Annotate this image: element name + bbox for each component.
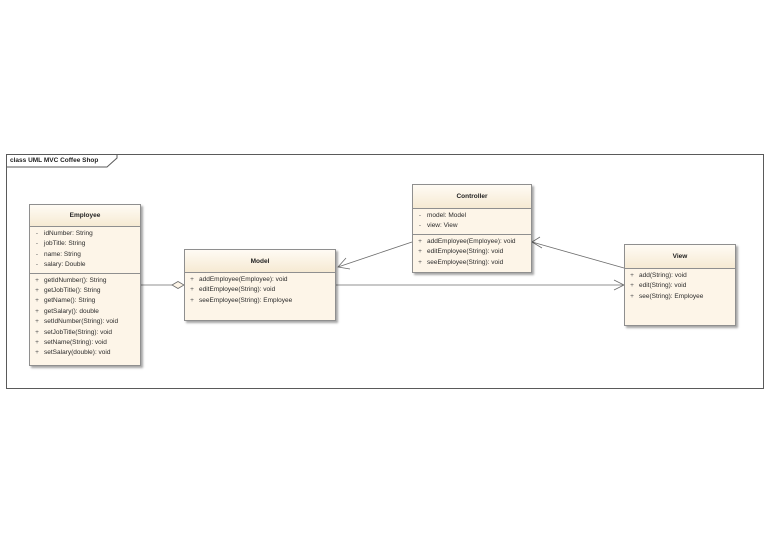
- controller-model-arrowhead: [337, 257, 351, 270]
- operation-row: + getName(): String: [30, 296, 140, 306]
- class-controller-operations: + addEmployee(Employee): void + editEmploye…: [413, 233, 531, 270]
- operation-row-text: getIdNumber(): String: [44, 276, 107, 284]
- operation-row: + getSalary(): double: [30, 307, 140, 317]
- controller-model-line: [337, 241, 413, 268]
- visibility-marker: +: [418, 248, 422, 256]
- operation-row: + seeEmployee(String): Employee: [185, 296, 335, 306]
- operation-row-text: seeEmployee(String): Employee: [199, 296, 293, 304]
- operation-row: + editEmployee(String): void: [413, 247, 531, 257]
- visibility-marker: +: [418, 237, 422, 245]
- class-employee-operations: + getIdNumber(): String + getJobTitle(): St…: [30, 272, 140, 361]
- frame-tab: [6, 154, 118, 168]
- class-controller[interactable]: Controller -model: Model-view: View +add…: [412, 184, 532, 273]
- attribute-row: -name: String: [30, 250, 140, 260]
- class-model-name: Model: [185, 250, 335, 273]
- visibility-marker: -: [35, 250, 39, 258]
- visibility-marker: +: [630, 272, 634, 279]
- operation-row-text: seeEmployee(String): void: [427, 258, 504, 266]
- operation-row-text: setSalary(double): void: [44, 349, 111, 357]
- operation-row: + add(String): void: [625, 271, 735, 281]
- attribute-row: -view: View: [413, 221, 531, 231]
- visibility-marker: -: [35, 240, 39, 248]
- operation-row-text: edit(String): void: [639, 282, 687, 290]
- class-employee[interactable]: Employee -idNumber: String-jobTitle: Str…: [29, 204, 141, 366]
- operation-row: + addEmployee(Employee): void: [185, 275, 335, 285]
- attribute-row-text: view: View: [427, 222, 458, 230]
- attribute-row-text: name: String: [44, 250, 81, 258]
- aggregation-diamond: [171, 281, 185, 289]
- attribute-row: -jobTitle: String: [30, 239, 140, 249]
- attribute-row-text: salary: Double: [44, 261, 86, 269]
- class-view-name: View: [625, 245, 735, 269]
- operation-row: + editEmployee(String): void: [185, 285, 335, 295]
- visibility-marker: -: [418, 222, 422, 230]
- visibility-marker: +: [190, 296, 194, 304]
- visibility-marker: +: [35, 349, 39, 357]
- visibility-marker: +: [35, 297, 39, 305]
- operation-row: + getJobTitle(): String: [30, 286, 140, 296]
- operation-row: + setSalary(double): void: [30, 348, 140, 358]
- visibility-marker: -: [418, 212, 422, 219]
- visibility-marker: +: [35, 307, 39, 315]
- visibility-marker: +: [35, 286, 39, 294]
- operation-row-text: setJobTitle(String): void: [44, 328, 113, 336]
- visibility-marker: +: [418, 258, 422, 266]
- operation-row-text: addEmployee(Employee): void: [199, 276, 288, 283]
- attribute-row: -model: Model: [413, 211, 531, 221]
- operation-row-text: see(String): Employee: [639, 292, 704, 300]
- operation-row: + setName(String): void: [30, 338, 140, 348]
- view-controller-line: [531, 241, 625, 269]
- frame-title: class UML MVC Coffee Shop: [10, 157, 99, 164]
- visibility-marker: +: [630, 282, 634, 290]
- attribute-row-text: model: Model: [427, 212, 467, 219]
- class-model[interactable]: Model + addEmployee(Employee): void + editE…: [184, 249, 336, 321]
- operation-row-text: setIdNumber(String): void: [44, 318, 119, 326]
- attribute-row: -salary: Double: [30, 260, 140, 270]
- operation-row: + seeEmployee(String): void: [413, 258, 531, 268]
- operation-row-text: editEmployee(String): void: [427, 248, 504, 256]
- class-controller-attributes: -model: Model-view: View: [413, 209, 531, 234]
- operation-row: + edit(String): void: [625, 281, 735, 291]
- operation-row: + setIdNumber(String): void: [30, 317, 140, 327]
- operation-row-text: add(String): void: [639, 272, 687, 279]
- operation-row-text: setName(String): void: [44, 338, 107, 346]
- attribute-row: -idNumber: String: [30, 229, 140, 239]
- operation-row-text: getName(): String: [44, 297, 96, 305]
- class-controller-name: Controller: [413, 185, 531, 209]
- visibility-marker: +: [35, 318, 39, 326]
- operation-row: + addEmployee(Employee): void: [413, 237, 531, 247]
- visibility-marker: +: [35, 338, 39, 346]
- view-controller-arrowhead: [531, 236, 543, 249]
- class-model-operations: + addEmployee(Employee): void + editEmploye…: [185, 273, 335, 308]
- class-employee-name: Employee: [30, 205, 140, 227]
- operation-row-text: addEmployee(Employee): void: [427, 237, 516, 245]
- visibility-marker: -: [35, 261, 39, 269]
- operation-row-text: getSalary(): double: [44, 307, 99, 315]
- visibility-marker: +: [190, 286, 194, 294]
- operation-row: + getIdNumber(): String: [30, 276, 140, 286]
- visibility-marker: -: [35, 230, 39, 237]
- visibility-marker: +: [35, 276, 39, 284]
- class-employee-attributes: -idNumber: String-jobTitle: String-name:…: [30, 227, 140, 273]
- class-view-operations: + add(String): void + edit(String): void + se…: [625, 269, 735, 304]
- visibility-marker: +: [35, 328, 39, 336]
- visibility-marker: +: [630, 292, 634, 300]
- attribute-row-text: idNumber: String: [44, 230, 93, 237]
- visibility-marker: +: [190, 276, 194, 283]
- operation-row-text: getJobTitle(): String: [44, 286, 101, 294]
- attribute-row-text: jobTitle: String: [44, 240, 86, 248]
- class-view[interactable]: View + add(String): void + edit(String): vo…: [624, 244, 736, 326]
- operation-row-text: editEmployee(String): void: [199, 286, 276, 294]
- operation-row: + see(String): Employee: [625, 292, 735, 302]
- operation-row: + setJobTitle(String): void: [30, 328, 140, 338]
